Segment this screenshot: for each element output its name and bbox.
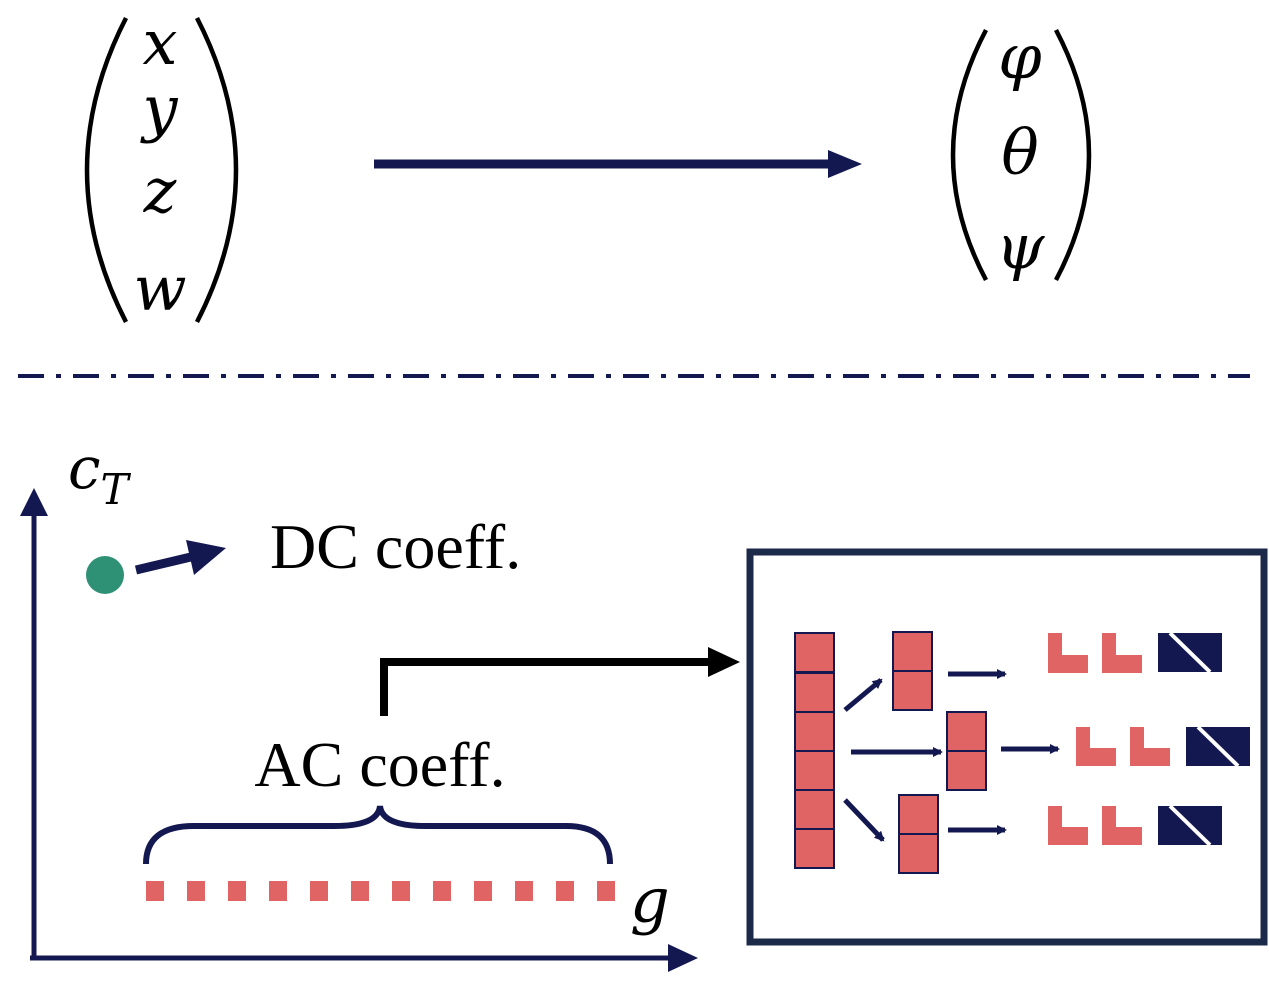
output-row-bottom <box>1048 804 1222 847</box>
ac-stack <box>794 632 835 869</box>
sub-block-top <box>892 631 933 711</box>
quat-w: w <box>133 252 186 325</box>
quat-y: y <box>139 72 178 145</box>
ac-brace <box>143 805 613 865</box>
y-axis-label: cT <box>68 434 131 514</box>
output-row-middle <box>1076 725 1250 768</box>
y-axis-label-main: c <box>68 434 100 502</box>
split-arrows <box>843 678 943 842</box>
ac-to-detail-connector <box>380 647 740 716</box>
left-paren-open <box>84 16 129 324</box>
left-paren-close <box>194 16 239 324</box>
right-paren-open <box>950 28 988 282</box>
output-row-top <box>1048 631 1222 674</box>
x-axis-arrowhead <box>668 944 698 972</box>
conversion-arrow <box>374 150 862 178</box>
sub-block-middle <box>946 711 987 791</box>
euler-psi: ψ <box>996 210 1046 283</box>
euler-phi: φ <box>998 20 1042 93</box>
right-paren-close <box>1054 28 1092 282</box>
quat-x: x <box>143 6 178 79</box>
euler-vector: φ θ ψ <box>950 20 1092 283</box>
y-axis-label-subscript: T <box>100 465 131 514</box>
dc-arrow <box>134 540 226 575</box>
euler-theta: θ <box>1001 116 1038 189</box>
coefficient-axes <box>20 488 698 972</box>
ac-coeff-label: AC coeff. <box>254 729 505 800</box>
sub-block-bottom <box>898 794 939 874</box>
ac-coefficients-row <box>146 881 615 901</box>
dc-coefficient-dot <box>86 556 124 594</box>
dc-coeff-label: DC coeff. <box>270 511 521 582</box>
x-axis-label: g <box>630 864 670 937</box>
y-axis-arrowhead <box>20 488 48 516</box>
detail-box <box>746 548 1268 946</box>
quaternion-vector: x y z w <box>84 6 239 325</box>
output-arrows <box>948 669 1060 835</box>
quat-z: z <box>143 154 177 227</box>
